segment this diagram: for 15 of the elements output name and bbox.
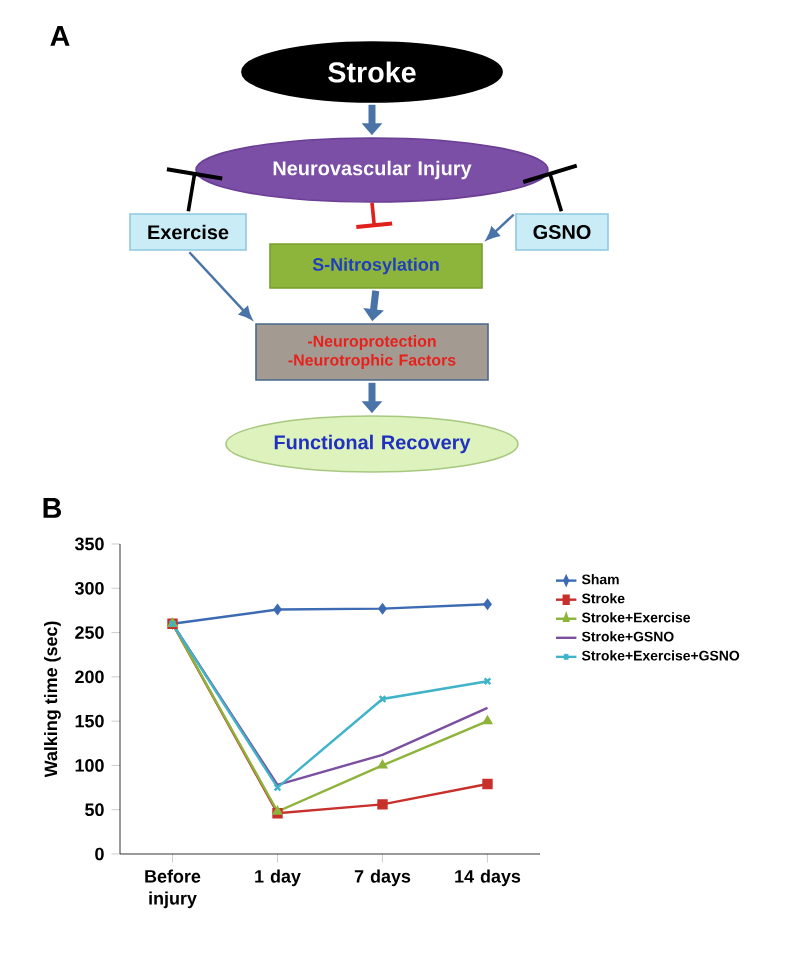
y-tick-label: 350 <box>74 537 104 551</box>
x-tick-label: 14 days <box>455 869 521 887</box>
y-axis-title: Walking time (sec) <box>44 621 61 778</box>
panel-letter: B <box>43 498 62 518</box>
x-tick-label: 1 day <box>255 869 301 887</box>
y-tick-label: 300 <box>74 581 104 595</box>
y-tick-label: 50 <box>85 803 104 817</box>
x-tick-label: 7 days <box>354 869 411 887</box>
x-tick-label: Before injury <box>145 869 201 909</box>
y-tick-label: 100 <box>75 759 104 772</box>
y-tick-label: 250 <box>75 626 104 639</box>
y-tick-label: 200 <box>75 670 104 684</box>
y-tick-label: 150 <box>75 714 104 728</box>
panel-letter: A <box>50 26 70 46</box>
y-tick-label: 0 <box>95 847 104 861</box>
